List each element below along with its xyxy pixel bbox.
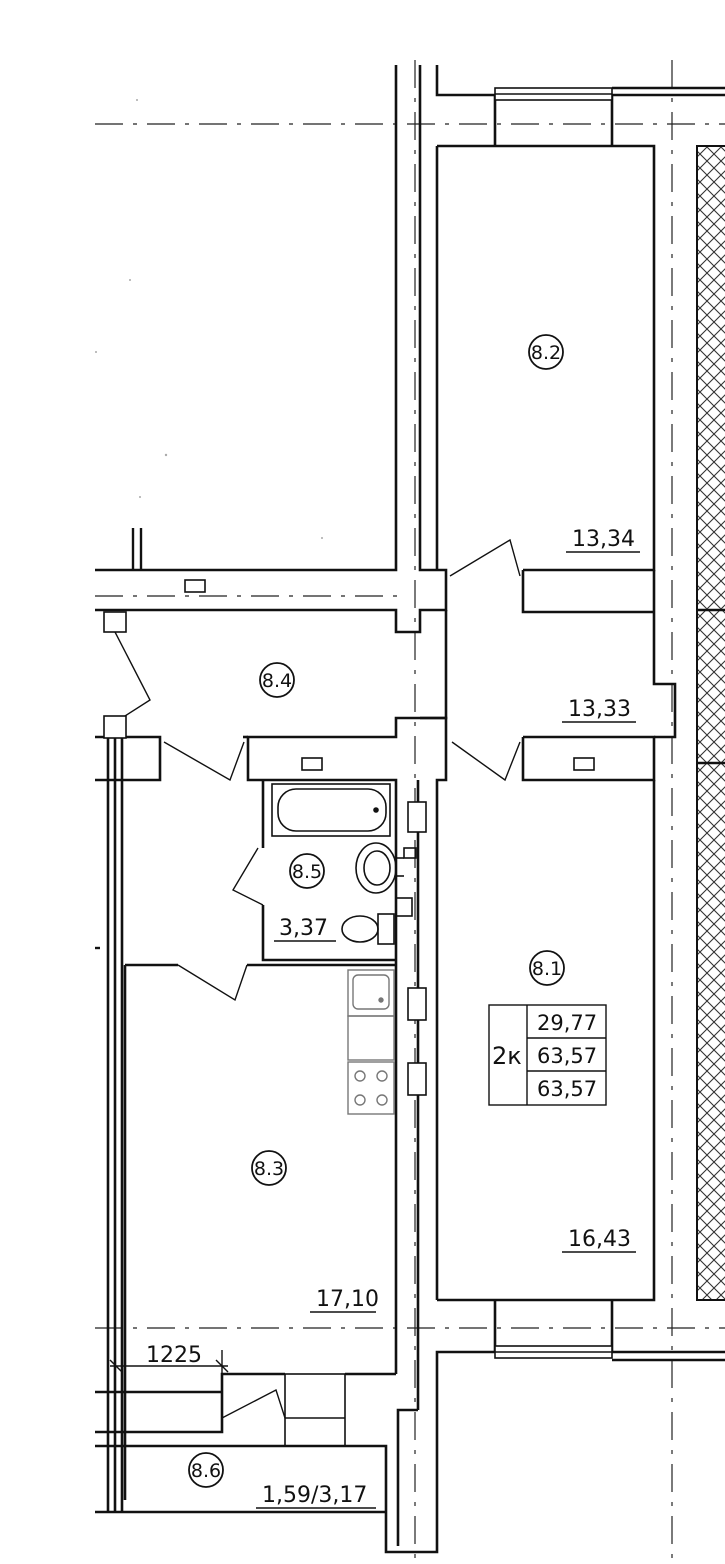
- room-id-circle: [259, 662, 295, 698]
- room-8-6: 8.6 1,59/3,17: [188, 1452, 376, 1509]
- room-id-circle: [528, 334, 564, 370]
- room-area: 1,59/3,17: [262, 1483, 367, 1508]
- room-id: 8.1: [532, 958, 562, 980]
- room-id-circle: [251, 1150, 287, 1186]
- bathtub: [271, 783, 391, 837]
- room-id-circle: [289, 853, 325, 889]
- scan-noise: [95, 99, 323, 539]
- vent-boxes: [184, 579, 595, 1096]
- door-swings: [114, 538, 521, 1419]
- room-8-2: 8.2 13,34: [528, 334, 640, 553]
- sink: [355, 842, 417, 894]
- total-area-with-balcony: 63,57: [537, 1077, 597, 1101]
- room-area: 17,10: [316, 1287, 379, 1312]
- walls: [95, 65, 725, 1554]
- room-id: 8.5: [292, 861, 322, 883]
- room-id: 8.6: [191, 1460, 221, 1482]
- total-area: 63,57: [537, 1044, 597, 1068]
- room-id: 8.2: [531, 342, 561, 364]
- living-area: 29,77: [537, 1011, 597, 1035]
- room-8-1: 8.1 16,43: [529, 950, 636, 1253]
- room-id: 8.4: [262, 670, 292, 692]
- dimension-value: 1225: [146, 1343, 202, 1368]
- stove: [347, 1061, 395, 1115]
- room-id: 8.3: [254, 1158, 284, 1180]
- toilet: [341, 897, 413, 945]
- room-8-4: 8.4 13,33: [259, 662, 636, 723]
- room-area: 3,37: [279, 916, 328, 941]
- apartment-summary: 2к 29,77 63,57 63,57: [488, 1004, 607, 1106]
- exterior-wall-hatched: [696, 145, 725, 1301]
- room-area: 16,43: [568, 1227, 631, 1252]
- room-8-5: 8.5 3,37: [274, 853, 336, 942]
- room-8-3: 8.3 17,10: [251, 1150, 379, 1313]
- kitchen-sink: [347, 969, 395, 1061]
- windows: [103, 87, 613, 1447]
- wall-stubs: [95, 528, 143, 950]
- room-id-circle: [188, 1452, 224, 1488]
- dimension-line: [109, 1350, 229, 1392]
- apartment-type: 2к: [492, 1042, 522, 1070]
- room-area: 13,34: [572, 527, 635, 552]
- room-area: 13,33: [568, 697, 631, 722]
- room-id-circle: [529, 950, 565, 986]
